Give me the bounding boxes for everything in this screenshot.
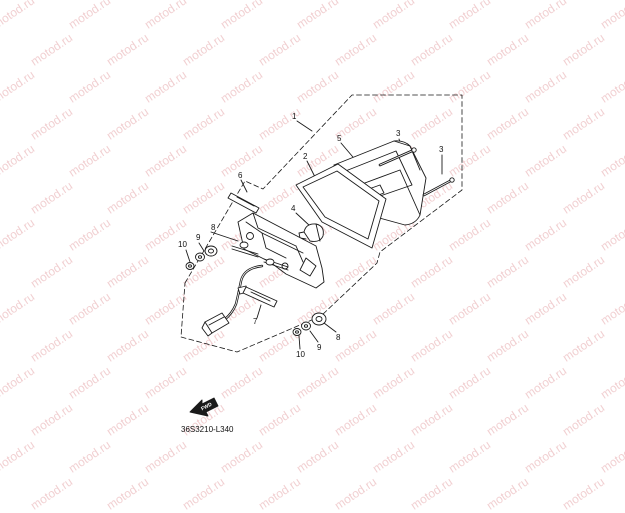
callout-9b: 9	[317, 343, 322, 352]
leader-8b	[323, 322, 337, 333]
leader-1	[296, 120, 313, 132]
watermark-text: motod.ru	[408, 474, 456, 513]
washer-lower	[301, 321, 311, 331]
diagram-code: 36S3210-L340	[181, 425, 234, 434]
tail-light-bulb	[298, 223, 324, 242]
watermark-text: motod.ru	[560, 474, 608, 513]
callout-4: 4	[291, 204, 296, 213]
tail-light-base-housing	[237, 212, 325, 289]
watermark-text: motod.ru	[28, 474, 76, 513]
washer-upper	[195, 252, 205, 262]
leader-4	[295, 212, 311, 227]
callout-5: 5	[337, 134, 342, 143]
watermark-text: motod.ru	[180, 474, 228, 513]
callout-8b: 8	[336, 333, 341, 342]
collar-upper	[204, 245, 218, 257]
lens-screw-2	[422, 177, 455, 197]
callout-3b: 3	[439, 145, 444, 154]
callout-10a: 10	[178, 240, 187, 249]
callout-1: 1	[292, 112, 297, 121]
assembly-boundary	[180, 94, 463, 353]
leader-10b	[298, 335, 301, 350]
callout-7: 7	[253, 317, 258, 326]
watermark-text: motod.ru	[256, 474, 304, 513]
callout-2: 2	[303, 152, 308, 161]
leader-6	[240, 179, 248, 193]
damper-strip-lower	[242, 286, 278, 308]
watermark-text: motod.ru	[484, 474, 532, 513]
tail-light-exploded-diagram	[180, 94, 463, 417]
leader-9a	[198, 242, 205, 252]
nut-lower	[292, 328, 302, 336]
leader-10a	[185, 249, 191, 263]
collar-lower	[311, 312, 327, 326]
watermark-text: motod.ru	[332, 474, 380, 513]
leader-9b	[309, 330, 319, 343]
base-stud-right	[263, 258, 289, 271]
damper-strip-upper	[227, 192, 260, 214]
leader-8a	[210, 231, 239, 242]
base-stud-left	[231, 241, 259, 258]
callout-6: 6	[238, 171, 243, 180]
callout-3a: 3	[396, 129, 401, 138]
leader-7	[256, 304, 262, 319]
callout-9a: 9	[196, 233, 201, 242]
nut-upper	[185, 262, 195, 270]
callout-8a: 8	[211, 223, 216, 232]
fwd-arrow-icon	[189, 397, 219, 417]
lens-screw-1	[378, 147, 417, 167]
callout-10b: 10	[296, 350, 305, 359]
lens-gasket	[295, 163, 387, 249]
wire-connector	[201, 312, 230, 337]
watermark-text: motod.ru	[104, 474, 152, 513]
